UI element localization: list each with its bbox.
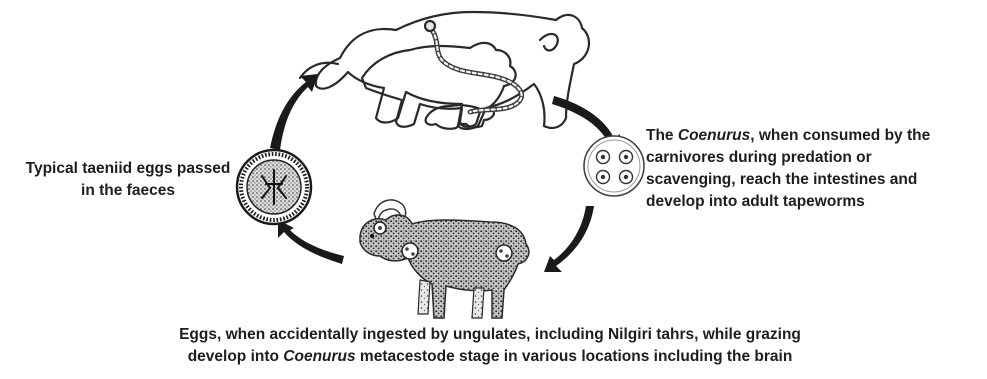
tahr-illustration [360, 200, 529, 318]
taeniid-egg-icon [237, 150, 311, 224]
eggs-passed-label: Typical taeniid eggs passed in the faece… [8, 158, 248, 202]
coenurus-label: The Coenurus, when consumed by the carni… [646, 125, 976, 213]
coenurus-cyst-icon [584, 136, 644, 196]
ungulates-label: Eggs, when accidentally ingested by ungu… [80, 324, 900, 368]
carnivore-hosts-illustration [300, 12, 589, 129]
cycle-arrow-icon [270, 74, 318, 150]
cycle-arrow-icon [544, 206, 594, 272]
cycle-arrow-icon [278, 220, 344, 264]
